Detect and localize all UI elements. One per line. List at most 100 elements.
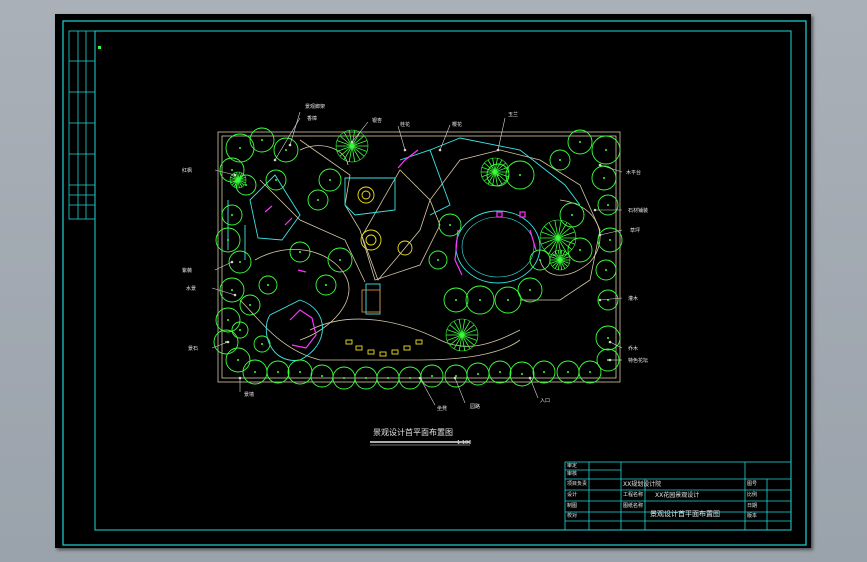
tree-center-dot [607, 204, 609, 206]
feature-tree-icon [445, 318, 479, 352]
callout-leader [211, 287, 236, 296]
tree-symbol-icon [505, 160, 535, 190]
tree-center-dot [609, 239, 611, 241]
tb-field-label: 版本 [747, 513, 758, 519]
tree-center-dot [477, 373, 479, 375]
tree-symbol-icon [327, 247, 353, 273]
tree-center-dot [579, 249, 581, 251]
tree-center-dot [321, 375, 323, 377]
tree-symbol-icon [494, 286, 522, 314]
tree-center-dot [539, 259, 541, 261]
tree-symbol-icon [567, 129, 593, 155]
callout-label: 乔木 [628, 346, 639, 352]
tree-symbol-icon [307, 189, 329, 211]
callout-label: 香樟 [307, 116, 318, 122]
tree-symbol-icon [517, 277, 543, 303]
callout-dot [528, 376, 532, 380]
tree-symbol-icon [289, 241, 311, 263]
tree-symbol-icon [225, 133, 255, 163]
callout-leader [211, 341, 229, 349]
callout-dot [593, 208, 597, 212]
planting-symbols [213, 127, 623, 390]
tree-center-dot [261, 139, 263, 141]
tree-symbol-icon [235, 174, 257, 196]
tree-symbol-icon [488, 360, 512, 384]
callout-label: 草坪 [630, 228, 641, 234]
binding-strip [68, 30, 96, 220]
callout-label: 入口 [540, 398, 551, 404]
tree-symbol-icon [595, 259, 617, 281]
tree-center-dot [543, 371, 545, 373]
tree-symbol-icon [273, 137, 299, 163]
tb-field-label: 日期 [747, 503, 758, 509]
callout-dot [608, 358, 612, 362]
origin-marker-icon [98, 46, 101, 49]
tb-row-label: 审核 [567, 471, 578, 477]
callout-dot [233, 173, 237, 177]
tb-row-label: 审定 [567, 463, 578, 469]
tree-symbol-icon [258, 275, 278, 295]
callout-dot [350, 140, 354, 144]
tb-field-label: 图纸名称 [623, 503, 644, 509]
callout-dot [418, 376, 422, 380]
tree-center-dot [387, 377, 389, 379]
callout-label: 樱花 [452, 122, 463, 128]
tree-center-dot [579, 141, 581, 143]
tree-center-dot [227, 319, 229, 321]
callout-leader [599, 297, 623, 301]
feature-tree-icon [549, 249, 571, 271]
tree-symbol-icon [597, 227, 623, 253]
tree-center-dot [437, 259, 439, 261]
tree-symbol-icon [549, 149, 571, 171]
callout-label: 灌木 [628, 296, 639, 302]
callout-dot [438, 148, 442, 152]
callout-leader [289, 111, 301, 146]
tree-symbol-icon [591, 135, 621, 165]
tree-symbol-icon [231, 321, 249, 339]
callout-leader [599, 229, 623, 236]
drawing-title: 景观设计首平面布置图 [373, 428, 453, 437]
callout-leader [274, 117, 301, 161]
tree-center-dot [431, 375, 433, 377]
tree-center-dot [317, 199, 319, 201]
callout-label: 紫薇 [182, 268, 193, 274]
tree-center-dot [499, 371, 501, 373]
tree-center-dot [365, 377, 367, 379]
tree-center-dot [479, 299, 481, 301]
tree-symbol-icon [266, 360, 290, 384]
tree-center-dot [239, 329, 241, 331]
tb-row-label: 项目负责 [567, 481, 588, 487]
tree-center-dot [449, 224, 451, 226]
tree-center-dot [285, 149, 287, 151]
tb-drawing-name: 景观设计首平面布置图 [650, 510, 720, 518]
callout-leader [609, 341, 623, 349]
callout-leader [351, 121, 369, 143]
callout-dot [608, 340, 612, 344]
callout-leader [214, 261, 233, 271]
drawing-sheet [55, 14, 811, 548]
callout-dot [238, 376, 242, 380]
callout-leader [454, 377, 466, 404]
callout-dot [403, 148, 407, 152]
callout-label: 园路 [470, 404, 481, 410]
tree-symbol-icon [420, 364, 444, 388]
tb-field-label: 图号 [747, 481, 758, 487]
callout-dot [598, 233, 602, 237]
tree-center-dot [559, 159, 561, 161]
tree-center-dot [237, 359, 239, 361]
drawing-frame-outer [62, 20, 807, 546]
callout-label: 银杏 [372, 118, 383, 124]
tree-center-dot [529, 289, 531, 291]
tree-center-dot [245, 184, 247, 186]
tb-row-label: 设计 [567, 492, 578, 498]
drawing-scale: 1:100 [457, 440, 472, 446]
tb-field-label: 工程名称 [623, 492, 644, 498]
callout-leader [497, 117, 506, 151]
feature-tree-symbols [229, 129, 577, 352]
tree-symbol-icon [532, 360, 556, 384]
tree-center-dot [603, 177, 605, 179]
tree-symbol-icon [213, 329, 239, 355]
callout-label: 特色花坛 [628, 358, 649, 364]
callout-dot [496, 148, 500, 152]
